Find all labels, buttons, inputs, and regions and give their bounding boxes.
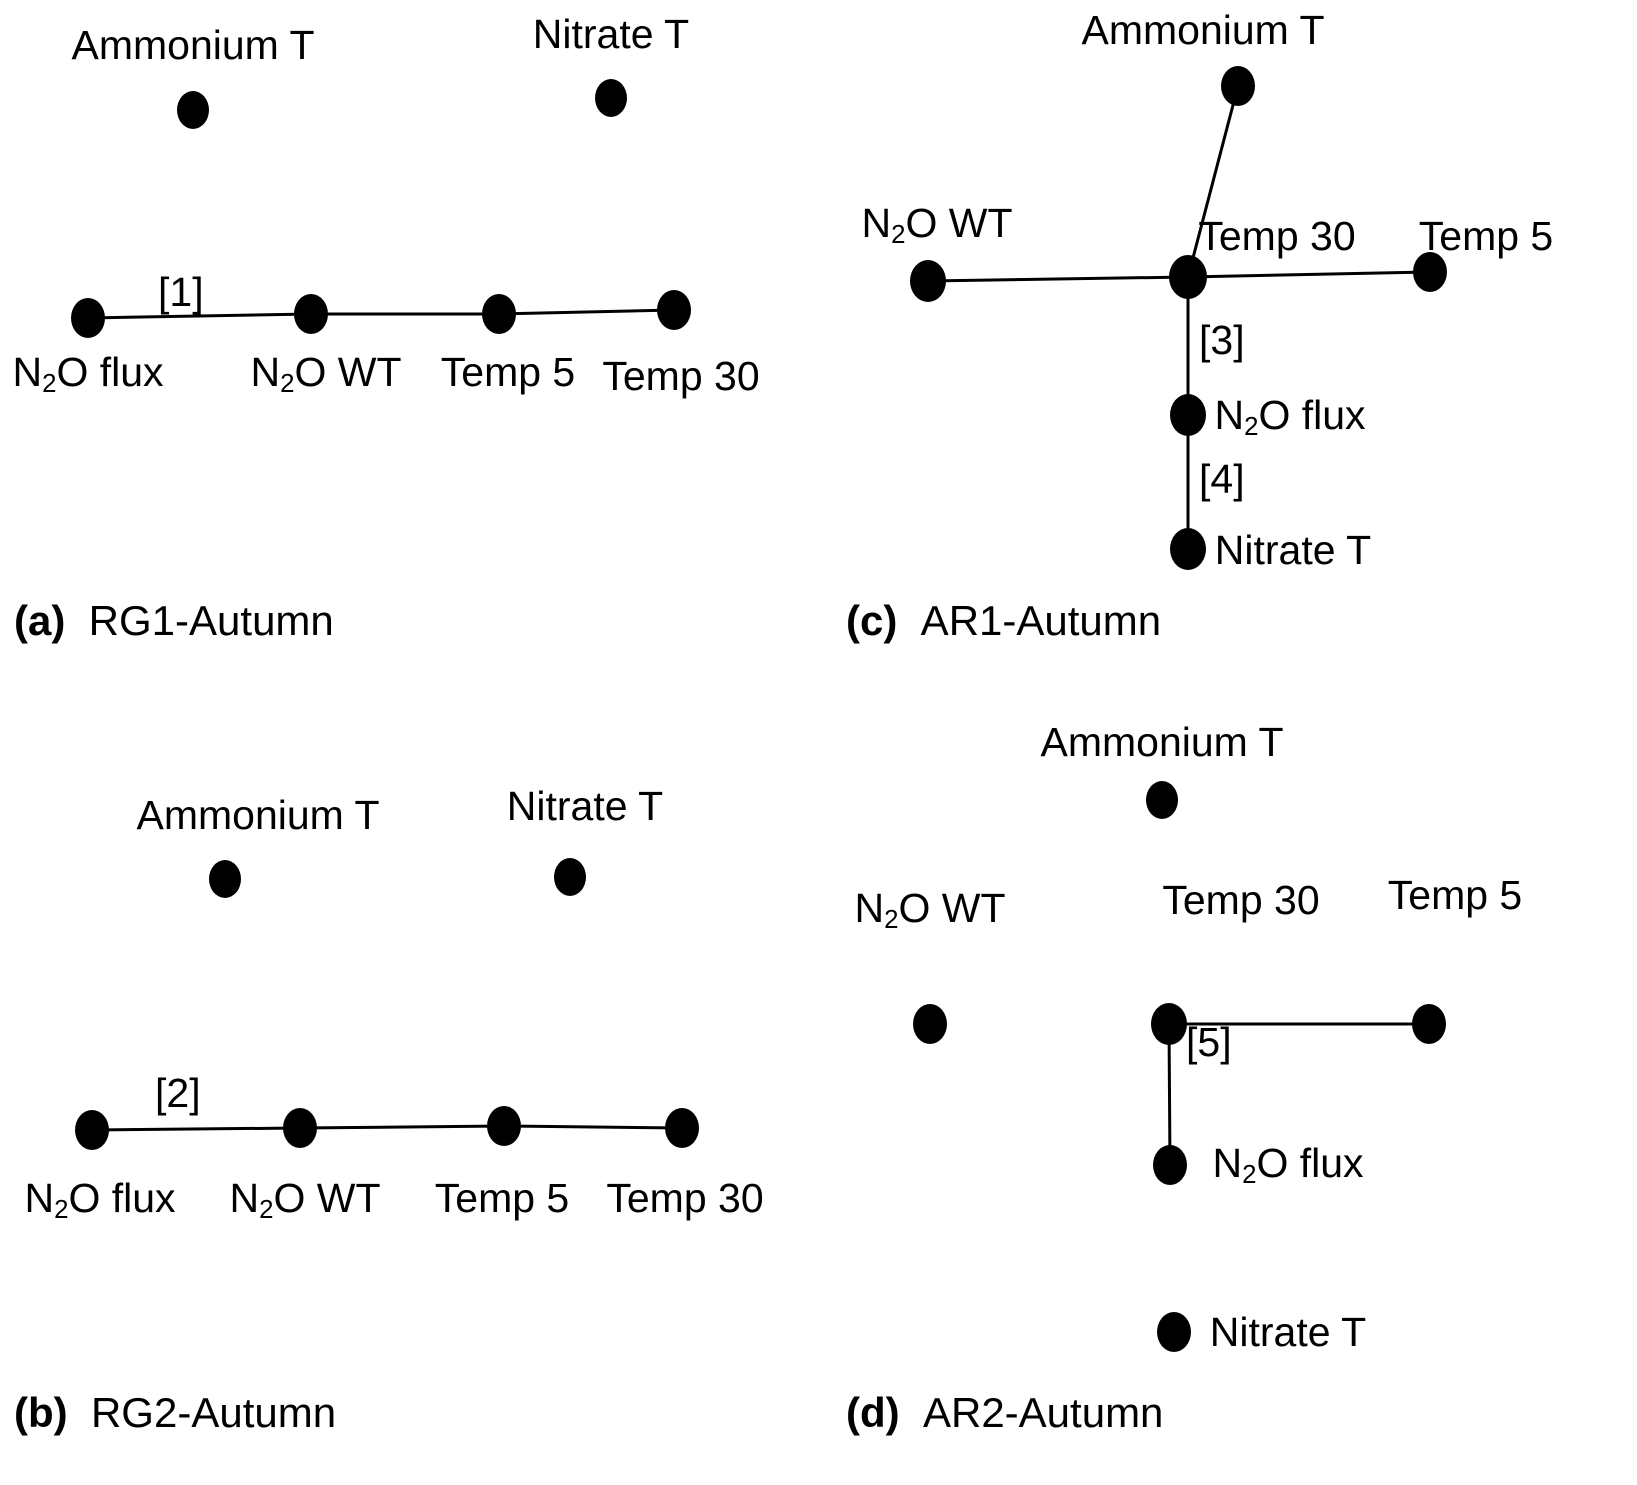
node-ammonium-t[interactable] — [1146, 781, 1178, 819]
panel-a-caption: (a) RG1-Autumn — [14, 600, 334, 642]
node-label-temp-5: Temp 5 — [1418, 213, 1554, 259]
node-label-n2o-flux: N2O flux — [1214, 392, 1366, 442]
panel-a-caption-tag: (a) — [14, 597, 66, 644]
node-n2o-wt[interactable] — [294, 294, 328, 334]
node-label-n2o-flux: N2O flux — [24, 1175, 176, 1225]
panel-b-caption-tag: (b) — [14, 1389, 68, 1436]
panel-c-caption: (c) AR1-Autumn — [846, 600, 1161, 642]
panel-c-caption-tag: (c) — [846, 597, 898, 644]
edge-temp-5-to-temp-30 — [503, 1124, 683, 1130]
node-label-ammonium-t: Ammonium T — [1040, 719, 1284, 765]
node-label-n2o-wt: N2O WT — [250, 349, 402, 399]
node-label-temp-30: Temp 30 — [602, 353, 760, 399]
edge-label-1: [1] — [158, 269, 204, 315]
node-n2o-wt[interactable] — [910, 260, 946, 302]
edge-n2o-flux-to-n2o-wt — [87, 312, 312, 320]
edge-n2o-wt-to-temp-5 — [299, 1124, 505, 1130]
node-label-temp-30: Temp 30 — [606, 1175, 764, 1221]
node-temp-5[interactable] — [1412, 1004, 1446, 1044]
node-nitrate-t[interactable] — [1170, 528, 1206, 570]
edge-label-2: [2] — [155, 1070, 201, 1116]
edge-temp-30-to-temp-5 — [1187, 270, 1431, 279]
node-temp-5[interactable] — [1413, 252, 1447, 292]
node-label-temp-5: Temp 5 — [1387, 872, 1523, 918]
node-label-nitrate-t: Nitrate T — [532, 11, 690, 57]
node-label-ammonium-t: Ammonium T — [1081, 7, 1325, 53]
node-ammonium-t[interactable] — [209, 860, 241, 898]
node-label-n2o-wt: N2O WT — [854, 885, 1006, 935]
node-n2o-flux[interactable] — [71, 298, 105, 338]
edge-n2o-flux-to-n2o-wt — [91, 1126, 301, 1132]
panel-d-caption-title: AR2-Autumn — [899, 1389, 1164, 1436]
node-label-temp-30: Temp 30 — [1198, 213, 1356, 259]
node-nitrate-t[interactable] — [1157, 1312, 1191, 1352]
panel-d-caption-tag: (d) — [846, 1389, 900, 1436]
panel-a-caption-title: RG1-Autumn — [65, 597, 334, 644]
node-label-n2o-flux: N2O flux — [1212, 1140, 1364, 1190]
node-label-nitrate-t: Nitrate T — [1209, 1309, 1367, 1355]
panel-b-caption: (b) RG2-Autumn — [14, 1392, 336, 1434]
node-label-n2o-wt: N2O WT — [861, 200, 1013, 250]
node-n2o-wt[interactable] — [283, 1108, 317, 1148]
node-temp-5[interactable] — [482, 294, 516, 334]
node-label-ammonium-t: Ammonium T — [71, 22, 315, 68]
node-label-n2o-flux: N2O flux — [12, 349, 164, 399]
node-label-nitrate-t: Nitrate T — [1214, 527, 1372, 573]
edge-label-5: [5] — [1186, 1019, 1232, 1065]
panel-c-caption-title: AR1-Autumn — [897, 597, 1162, 644]
edge-temp-30-to-n2o-flux — [1167, 1023, 1172, 1166]
node-ammonium-t[interactable] — [1221, 66, 1255, 106]
node-n2o-flux[interactable] — [75, 1110, 109, 1150]
edge-ammonium-t-to-temp-30 — [1186, 85, 1240, 278]
node-label-ammonium-t: Ammonium T — [136, 792, 380, 838]
node-temp-30[interactable] — [665, 1108, 699, 1148]
node-label-temp-5: Temp 5 — [440, 349, 576, 395]
node-temp-30[interactable] — [1169, 255, 1207, 299]
node-label-n2o-wt: N2O WT — [229, 1175, 381, 1225]
node-ammonium-t[interactable] — [177, 91, 209, 129]
node-temp-30[interactable] — [1151, 1003, 1187, 1045]
node-n2o-wt[interactable] — [913, 1004, 947, 1044]
edge-label-4: [4] — [1199, 456, 1245, 502]
node-n2o-flux[interactable] — [1153, 1145, 1187, 1185]
node-label-temp-5: Temp 5 — [434, 1175, 570, 1221]
node-temp-5[interactable] — [487, 1106, 521, 1146]
edge-label-3: [3] — [1199, 317, 1245, 363]
edge-temp-5-to-temp-30 — [498, 308, 675, 316]
node-n2o-flux[interactable] — [1170, 394, 1206, 436]
node-label-nitrate-t: Nitrate T — [506, 783, 664, 829]
node-label-temp-30: Temp 30 — [1162, 877, 1320, 923]
panel-b-caption-title: RG2-Autumn — [67, 1389, 337, 1436]
node-nitrate-t[interactable] — [554, 858, 586, 896]
node-nitrate-t[interactable] — [595, 79, 627, 117]
edge-n2o-wt-to-temp-30 — [927, 275, 1189, 283]
panel-d-caption: (d) AR2-Autumn — [846, 1392, 1163, 1434]
node-temp-30[interactable] — [657, 290, 691, 330]
